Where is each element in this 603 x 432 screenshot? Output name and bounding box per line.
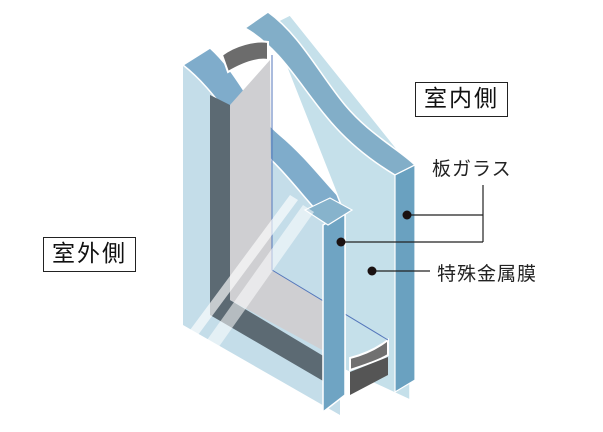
desiccant-top	[220, 40, 269, 74]
desiccant-bottom-dark	[350, 357, 388, 395]
outdoor-pane-edge-top	[303, 197, 354, 226]
reflection-2	[207, 205, 314, 348]
dot-outer-glass	[336, 237, 346, 247]
outdoor-side-label: 室外側	[43, 237, 136, 272]
dot-metal-film	[367, 266, 377, 276]
special-metal-film-label: 特殊金属膜	[437, 263, 538, 285]
indoor-side-label: 室内側	[415, 82, 508, 117]
spacer-gray-inner	[230, 60, 350, 365]
reflection-1	[190, 195, 298, 335]
dot-inner-glass	[402, 210, 412, 220]
indoor-pane-edge	[394, 164, 416, 394]
sheet-glass-label: 板ガラス	[432, 158, 512, 180]
